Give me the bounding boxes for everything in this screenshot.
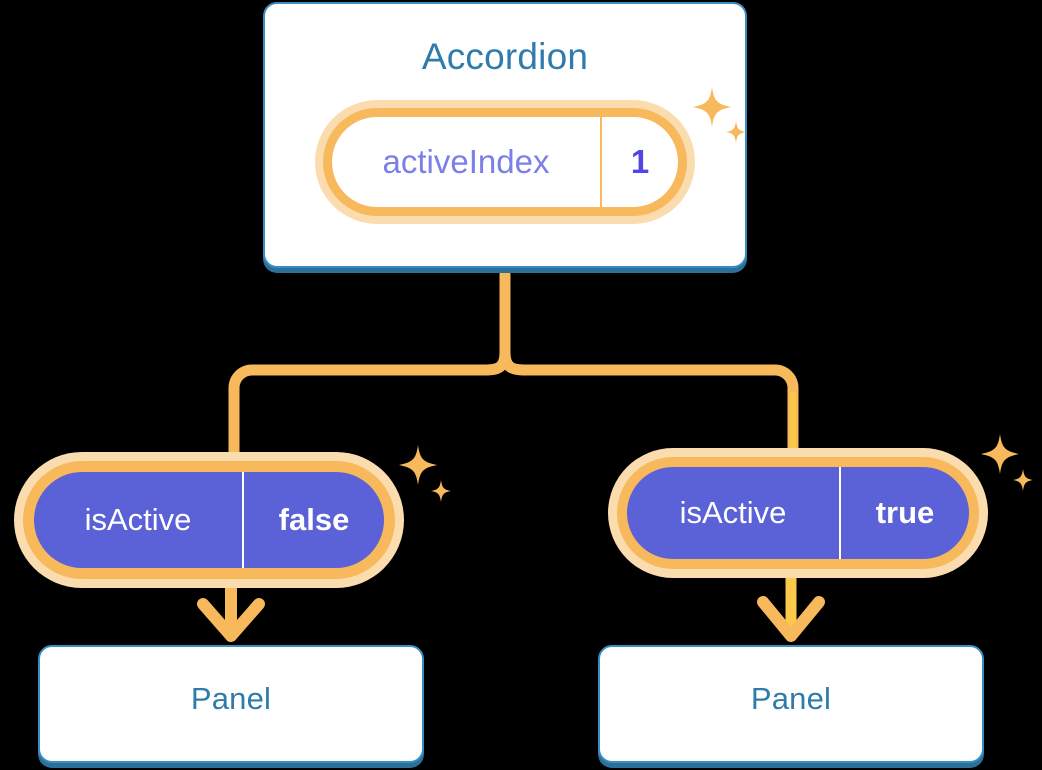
panel-title-left: Panel (190, 681, 272, 716)
state-pill-active-index[interactable]: activeIndex 1 (315, 100, 695, 224)
state-pill-is-active-true[interactable]: isActive true (608, 448, 988, 578)
pill-inner: isActive false (34, 472, 384, 568)
pill-inner: isActive true (627, 467, 969, 559)
sparkle-icon-left-pill (399, 445, 451, 502)
accordion-title: Accordion (421, 36, 589, 77)
state-value-is-active-left: false (242, 472, 384, 568)
pill-inner: activeIndex 1 (332, 117, 678, 207)
panel-component-box-left[interactable]: Panel (38, 645, 424, 763)
state-pill-is-active-false[interactable]: isActive false (14, 452, 404, 588)
sparkle-icon-right-pill (981, 434, 1033, 491)
state-key-active-index: activeIndex (382, 143, 550, 180)
state-key-is-active-right: isActive (679, 495, 787, 530)
state-value-is-active-right: true (839, 467, 969, 559)
panel-title-right: Panel (750, 681, 832, 716)
state-key-is-active-left: isActive (84, 502, 192, 537)
panel-component-box-right[interactable]: Panel (598, 645, 984, 763)
state-value-active-index: 1 (600, 117, 678, 207)
